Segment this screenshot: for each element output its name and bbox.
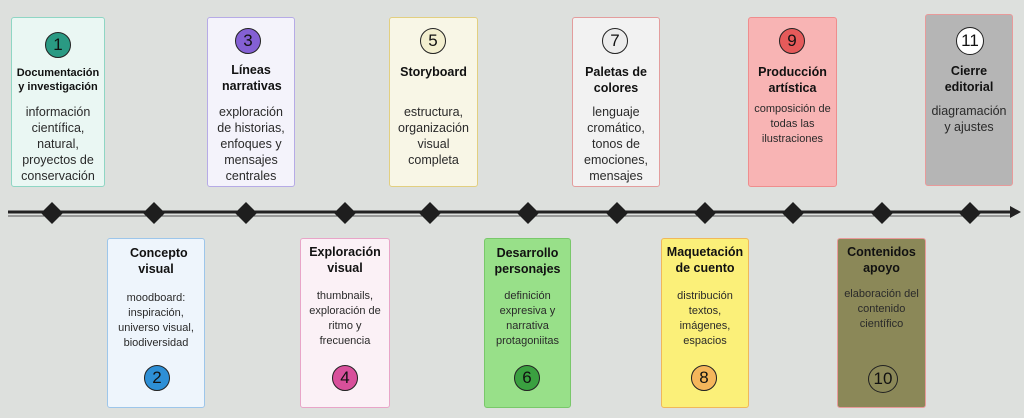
timeline-arrowhead [1010, 206, 1021, 218]
timeline-marker-10 [871, 202, 893, 224]
step-card-7: 7 Paletas de colores lenguaje cromático,… [572, 17, 660, 187]
step-description-6: definición expresiva y narrativa protago… [496, 290, 559, 347]
timeline-marker-7 [606, 202, 628, 224]
timeline-marker-5 [419, 202, 441, 224]
timeline-marker-8 [694, 202, 716, 224]
step-title-6: Desarrollo personajes [494, 246, 561, 276]
step-number-1: 1 [45, 32, 71, 58]
step-card-11: 11 Cierre editorial diagramación y ajust… [925, 14, 1013, 186]
step-number-4: 4 [332, 365, 358, 391]
step-title-4: Exploración visual [309, 245, 381, 275]
timeline-marker-1 [41, 202, 63, 224]
step-title-7: Paletas de colores [585, 65, 647, 95]
step-card-1: 1 Documentación y investigación informac… [11, 17, 105, 187]
step-description-5: estructura, organización visual completa [398, 105, 469, 167]
step-title-5: Storyboard [400, 65, 467, 79]
step-description-11: diagramación y ajustes [931, 104, 1007, 134]
step-card-10: Contenidos apoyo elaboración del conteni… [837, 238, 926, 408]
step-title-1: Documentación y investigación [16, 67, 100, 93]
step-title-10: Contenidos apoyo [847, 245, 916, 275]
step-card-5: 5 Storyboard estructura, organización vi… [389, 17, 478, 187]
step-card-4: Exploración visual thumbnails, exploraci… [300, 238, 390, 408]
step-title-2: Concepto visual [130, 246, 188, 276]
step-title-3: Líneas narrativas [222, 63, 282, 93]
step-card-6: Desarrollo personajes definición expresi… [484, 238, 571, 408]
step-description-1: información científica, natural, proyect… [21, 105, 95, 183]
timeline-marker-9 [782, 202, 804, 224]
step-description-9: composición de todas las ilustraciones [754, 103, 831, 145]
step-number-10: 10 [868, 365, 898, 393]
step-number-2: 2 [144, 365, 170, 391]
step-description-8: distribución textos, imágenes, espacios [677, 290, 733, 347]
timeline-marker-3 [235, 202, 257, 224]
step-number-5: 5 [420, 28, 446, 54]
step-title-11: Cierre editorial [944, 64, 994, 94]
step-card-9: 9 Producción artística composición de to… [748, 17, 837, 187]
step-title-8: Maquetación de cuento [666, 245, 744, 275]
step-title-9: Producción artística [758, 65, 827, 95]
timeline-marker-11 [959, 202, 981, 224]
step-description-3: exploración de historias, enfoques y men… [217, 105, 285, 183]
step-number-3: 3 [235, 28, 261, 54]
step-card-2: Concepto visual moodboard: inspiración, … [107, 238, 205, 408]
step-description-4: thumbnails, exploración de ritmo y frecu… [309, 290, 381, 347]
step-description-2: moodboard: inspiración, universo visual,… [118, 292, 194, 349]
step-description-7: lenguaje cromático, tonos de emociones, … [584, 105, 648, 183]
step-card-3: 3 Líneas narrativas exploración de histo… [207, 17, 295, 187]
timeline-marker-2 [143, 202, 165, 224]
step-number-11: 11 [956, 27, 984, 55]
step-number-7: 7 [602, 28, 628, 54]
step-card-8: Maquetación de cuento distribución texto… [661, 238, 749, 408]
step-number-9: 9 [779, 28, 805, 54]
step-number-8: 8 [691, 365, 717, 391]
step-description-10: elaboración del contenido científico [844, 288, 919, 330]
timeline-marker-4 [334, 202, 356, 224]
timeline-marker-6 [517, 202, 539, 224]
step-number-6: 6 [514, 365, 540, 391]
